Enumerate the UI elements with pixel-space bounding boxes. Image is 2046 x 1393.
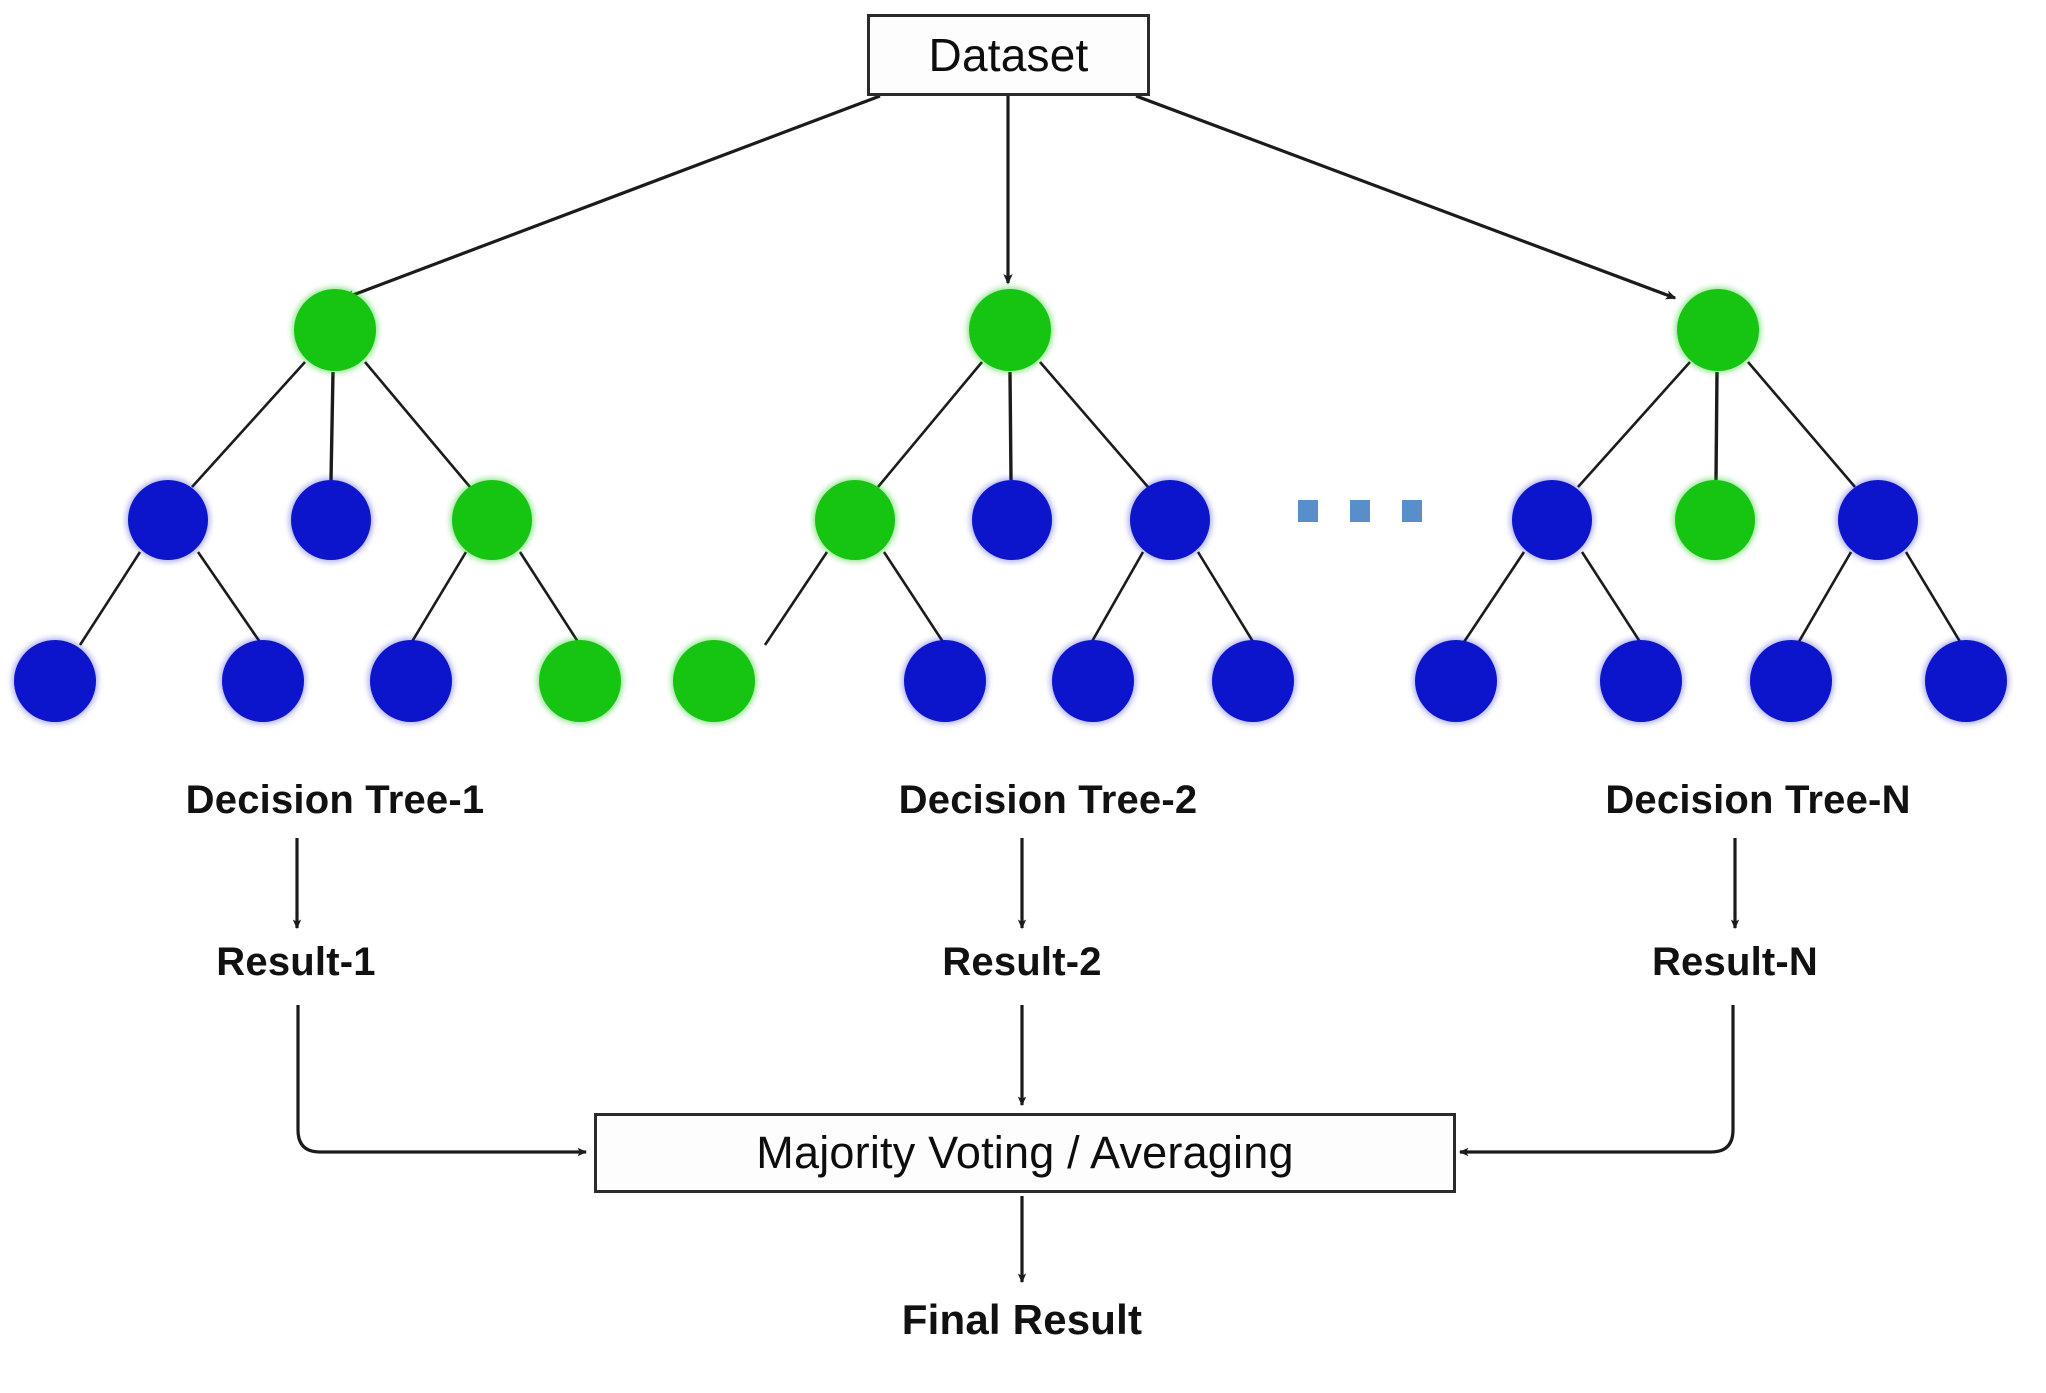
leaf-node-6 (904, 640, 986, 722)
tree1-level2-node-3 (452, 480, 532, 560)
leaf-node-5 (673, 640, 755, 722)
treeN-level2-node-3 (1838, 480, 1918, 560)
tree-caption-2: Decision Tree-2 (898, 778, 1198, 822)
leaf-node-1 (14, 640, 96, 722)
leaf-node-8 (1212, 640, 1294, 722)
leaf-node-12 (1925, 640, 2007, 722)
tree2-level2-node-2 (972, 480, 1052, 560)
result-label-3: Result-N (1651, 940, 1819, 984)
final-result-label: Final Result (901, 1296, 1143, 1343)
leaf-node-9 (1415, 640, 1497, 722)
result-label-2: Result-2 (942, 940, 1102, 984)
ellipsis-square-3 (1402, 500, 1422, 522)
leaf-node-3 (370, 640, 452, 722)
treeN-level2-node-1 (1512, 480, 1592, 560)
leaf-node-2 (222, 640, 304, 722)
leaf-node-11 (1750, 640, 1832, 722)
dataset-box: Dataset (867, 14, 1150, 96)
tree-caption-3: Decision Tree-N (1605, 778, 1911, 822)
tree2-level2-node-1 (815, 480, 895, 560)
tree2-root-node (969, 289, 1051, 371)
leaf-node-4 (539, 640, 621, 722)
tree2-level2-node-3 (1130, 480, 1210, 560)
majority-voting-box: Majority Voting / Averaging (594, 1113, 1456, 1193)
treeN-level2-node-2 (1675, 480, 1755, 560)
treeN-root-node (1677, 289, 1759, 371)
leaf-node-10 (1600, 640, 1682, 722)
tree1-level2-node-1 (128, 480, 208, 560)
tree1-level2-node-2 (291, 480, 371, 560)
result-label-1: Result-1 (216, 940, 376, 984)
dataset-label: Dataset (928, 29, 1089, 81)
tree-caption-1: Decision Tree-1 (185, 778, 485, 822)
ellipsis-square-1 (1298, 500, 1318, 522)
leaf-node-7 (1052, 640, 1134, 722)
tree1-root-node (294, 289, 376, 371)
majority-voting-label: Majority Voting / Averaging (756, 1127, 1294, 1178)
ellipsis-square-2 (1350, 500, 1370, 522)
